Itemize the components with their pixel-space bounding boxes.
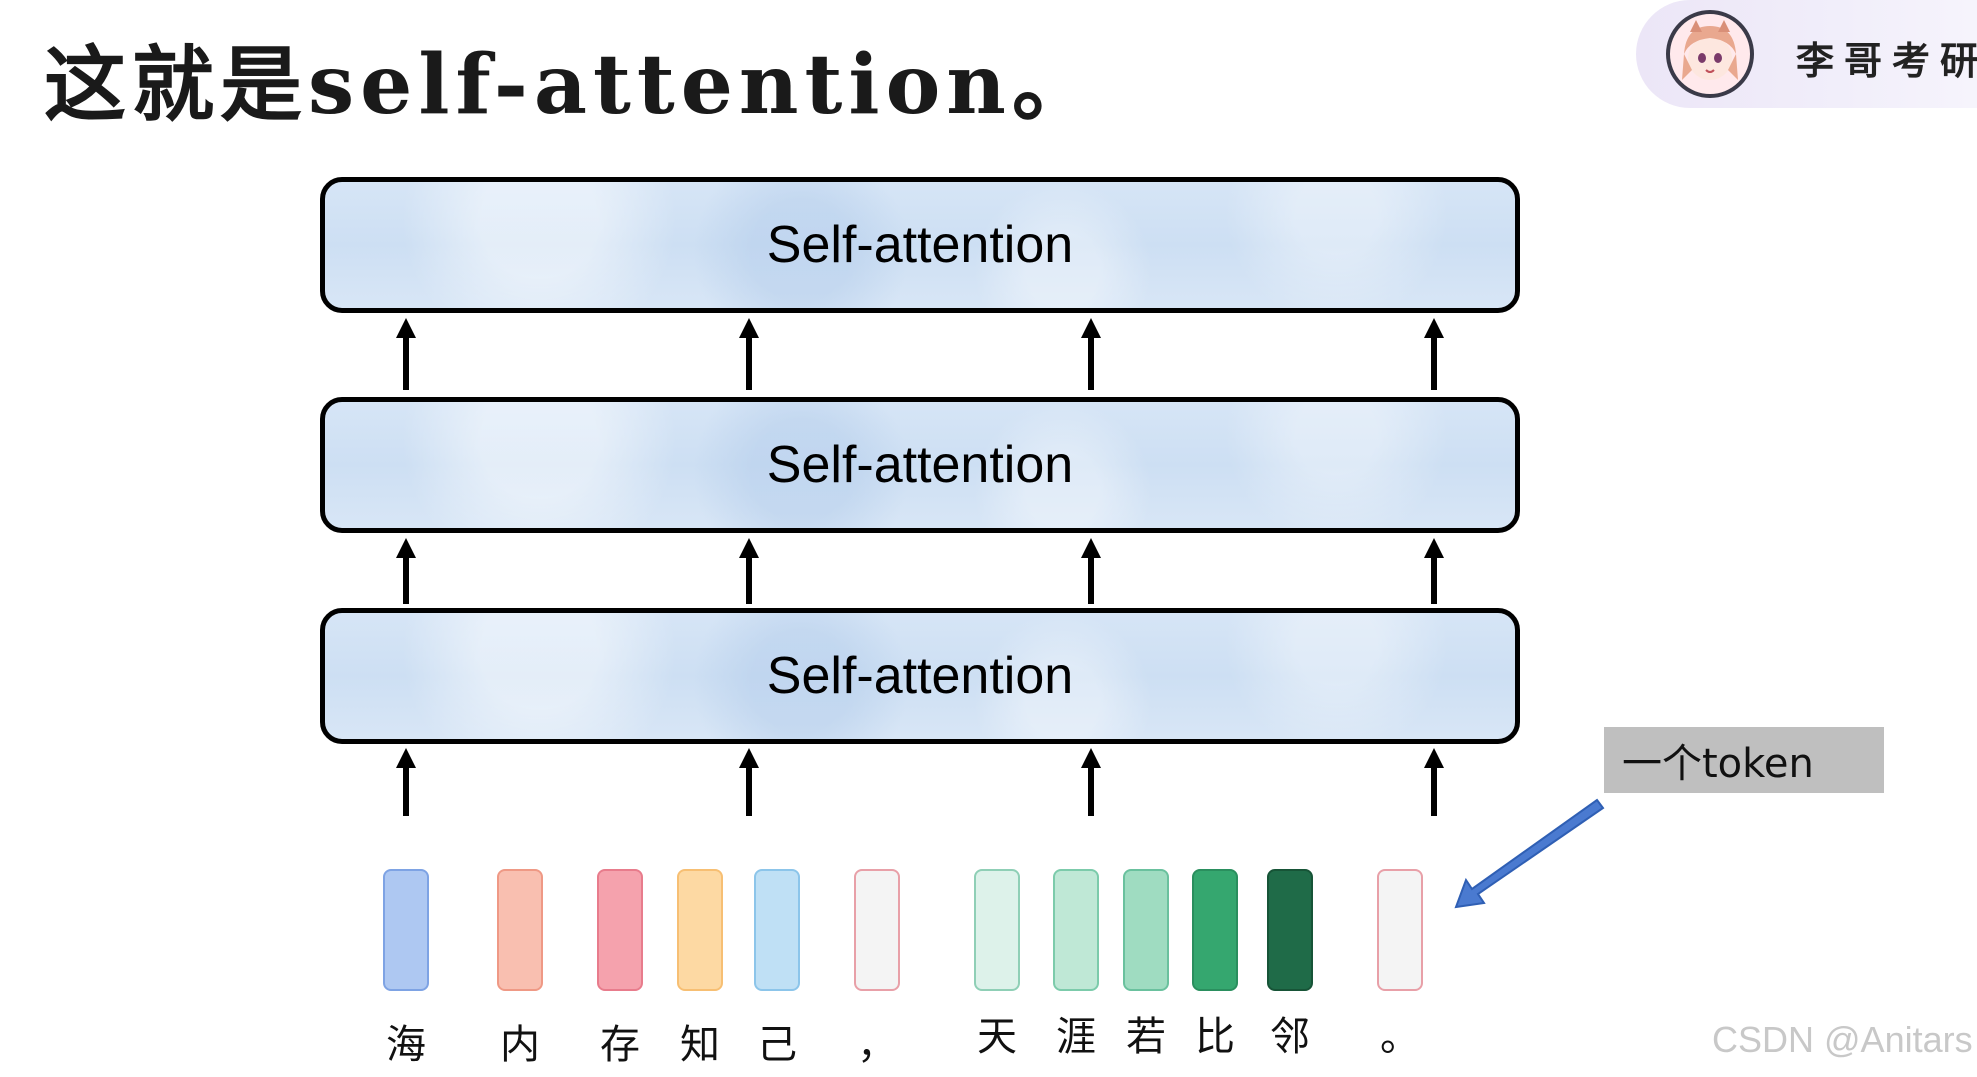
up-arrow-icon [1424, 748, 1444, 816]
token-char: 涯 [1046, 1004, 1106, 1062]
token-bar [974, 869, 1020, 991]
token-bar [1123, 869, 1169, 991]
token-bar [754, 869, 800, 991]
token-bar [677, 869, 723, 991]
token-char: 天 [967, 1004, 1027, 1062]
up-arrow-icon [1081, 538, 1101, 604]
up-arrow-icon [739, 318, 759, 390]
self-attention-layer-3: Self-attention [320, 177, 1520, 313]
brand-name: 李哥考研 [1796, 30, 1977, 85]
token-char: 。 [1370, 1004, 1430, 1062]
up-arrow-icon [1081, 318, 1101, 390]
token-char: 邻 [1260, 1004, 1320, 1062]
watermark: CSDN @Anitars [1712, 1019, 1973, 1061]
token-bar [854, 869, 900, 991]
token-char: 海 [376, 1012, 436, 1070]
token-bar [383, 869, 429, 991]
token-bar [497, 869, 543, 991]
layer-label: Self-attention [767, 215, 1073, 275]
page-title: 这就是self-attention。 [44, 18, 1100, 137]
up-arrow-icon [1424, 318, 1444, 390]
token-bar [597, 869, 643, 991]
anime-girl-avatar-icon [1666, 10, 1754, 98]
token-char: 内 [490, 1012, 550, 1070]
up-arrow-icon [739, 538, 759, 604]
up-arrow-icon [396, 318, 416, 390]
up-arrow-icon [396, 538, 416, 604]
token-bar [1377, 869, 1423, 991]
token-char: 比 [1185, 1004, 1245, 1062]
up-arrow-icon [1081, 748, 1101, 816]
self-attention-layer-2: Self-attention [320, 397, 1520, 533]
self-attention-layer-1: Self-attention [320, 608, 1520, 744]
token-bar [1053, 869, 1099, 991]
up-arrow-icon [1424, 538, 1444, 604]
token-char: 若 [1116, 1004, 1176, 1062]
token-char: 存 [590, 1012, 650, 1070]
token-char: ， [847, 1012, 907, 1070]
up-arrow-icon [396, 748, 416, 816]
token-char: 知 [670, 1012, 730, 1070]
layer-label: Self-attention [767, 435, 1073, 495]
token-bar [1267, 869, 1313, 991]
token-char: 己 [747, 1012, 807, 1070]
token-callout-label: 一个token [1604, 727, 1884, 793]
up-arrow-icon [739, 748, 759, 816]
token-bar [1192, 869, 1238, 991]
layer-label: Self-attention [767, 646, 1073, 706]
